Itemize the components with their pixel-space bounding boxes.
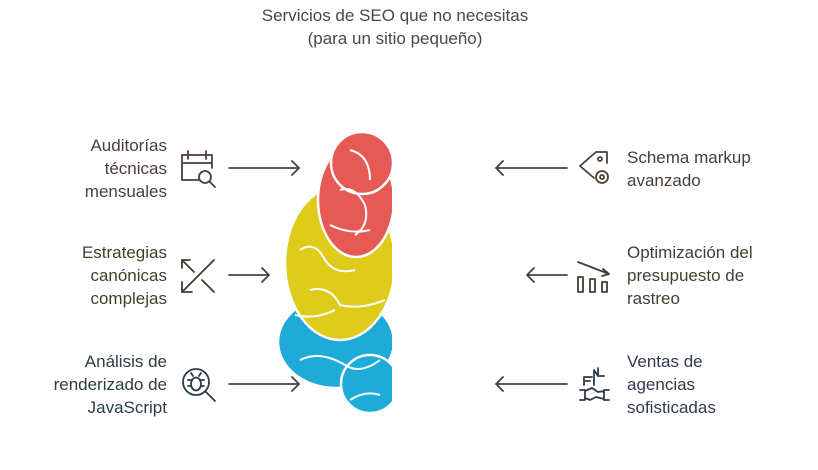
label-line: presupuesto de: [627, 266, 745, 285]
label-line: Auditorías: [90, 136, 167, 155]
label-line: sofisticadas: [627, 398, 716, 417]
brain-region-blue: [396, 296, 517, 413]
right-hemisphere: [396, 132, 517, 413]
tag-gear-icon: [579, 151, 609, 184]
label-line: Estrategias: [81, 243, 167, 262]
label-line: complejas: [90, 289, 167, 308]
calendar-search-icon: [181, 150, 216, 188]
label-line: Análisis de: [84, 352, 167, 371]
arrow-right-3: [228, 376, 300, 392]
label-schema: Schema markup avanzado: [627, 146, 751, 192]
left-hemisphere: [276, 130, 392, 415]
label-analisis: Análisis de renderizado de JavaScript: [54, 350, 167, 419]
arrow-right-1: [228, 160, 300, 176]
label-auditorias: Auditorías técnicas mensuales: [85, 134, 167, 203]
label-line: renderizado de: [53, 375, 167, 394]
arrow-right-2: [228, 267, 270, 283]
diagram-title: Servicios de SEO que no necesitas (para …: [261, 6, 529, 48]
label-optimizacion: Optimización del presupuesto de rastreo: [627, 241, 753, 310]
brain-region-green: [400, 186, 510, 340]
handshake-icon: [579, 367, 610, 401]
label-ventas: Ventas de agencias sofisticadas: [627, 350, 716, 419]
label-line: Ventas de: [627, 352, 703, 371]
label-line: Schema markup: [627, 148, 751, 167]
label-line: avanzado: [627, 171, 701, 190]
arrow-left-2: [526, 267, 568, 283]
label-line: canónicas: [90, 266, 167, 285]
bug-search-icon: [182, 368, 216, 402]
label-line: JavaScript: [87, 398, 167, 417]
arrows-diagonal-icon: [181, 259, 215, 293]
label-estrategias: Estrategias canónicas complejas: [82, 241, 167, 310]
arrow-left-3: [495, 376, 568, 392]
brain-region-red: [316, 130, 392, 259]
brain-gyri: [410, 150, 500, 400]
arrow-left-1: [495, 160, 568, 176]
brain-region-orange: [401, 132, 477, 257]
label-line: rastreo: [627, 289, 680, 308]
label-line: técnicas: [104, 159, 167, 178]
brain-gyri: [294, 149, 386, 401]
label-line: mensuales: [84, 182, 167, 201]
label-line: agencias: [627, 375, 696, 394]
label-line: Optimización del: [627, 243, 753, 262]
bars-trend-down-icon: [577, 261, 610, 293]
